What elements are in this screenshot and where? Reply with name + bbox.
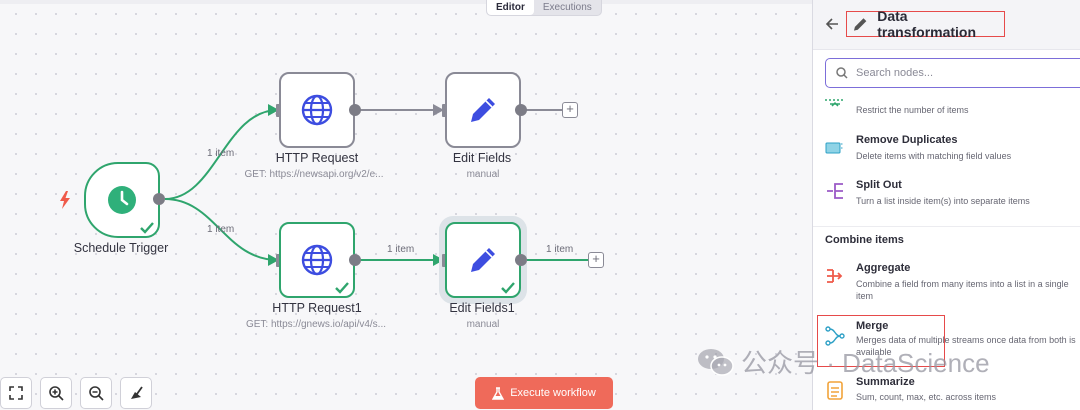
tidy-up-button[interactable] bbox=[120, 377, 152, 409]
node-item-aggregate[interactable]: Aggregate Combine a field from many item… bbox=[813, 262, 1080, 304]
execute-workflow-label: Execute workflow bbox=[510, 387, 596, 399]
add-node-button-2[interactable]: + bbox=[588, 252, 604, 268]
edit-fields-mode: manual bbox=[466, 169, 500, 180]
arrow-http1-edit1 bbox=[433, 104, 444, 116]
http-request1-label: HTTP Request1 bbox=[272, 301, 362, 315]
node-item-title: Remove Duplicates bbox=[856, 134, 958, 146]
add-node-button-1[interactable]: + bbox=[562, 102, 578, 118]
search-input[interactable] bbox=[856, 67, 1056, 79]
split-out-icon bbox=[827, 183, 843, 199]
edge-item-count: 1 item bbox=[207, 148, 235, 159]
aggregate-icon bbox=[827, 269, 843, 283]
edit1-output-handle[interactable] bbox=[515, 104, 527, 116]
node-item-desc: Merges data of multiple streams once dat… bbox=[856, 335, 1076, 357]
limit-icon bbox=[825, 99, 845, 107]
http-request-node[interactable] bbox=[279, 72, 355, 148]
globe-icon bbox=[301, 94, 333, 126]
node-item-summarize[interactable]: Summarize Sum, count, max, etc. across i… bbox=[813, 376, 1080, 410]
zoom-in-icon bbox=[49, 386, 64, 401]
top-strip bbox=[0, 0, 812, 4]
clock-icon bbox=[108, 186, 136, 214]
node-creator-panel: Data transformation Restrict the number … bbox=[812, 0, 1080, 410]
schedule-output-handle[interactable] bbox=[153, 193, 165, 205]
merge-icon bbox=[825, 326, 845, 346]
node-item-limit[interactable]: Restrict the number of items bbox=[813, 98, 1080, 120]
node-item-desc: Delete items with matching field values bbox=[856, 151, 1012, 161]
node-item-split-out[interactable]: Split Out Turn a list inside item(s) int… bbox=[813, 179, 1080, 213]
tab-executions[interactable]: Executions bbox=[542, 2, 592, 13]
wechat-icon bbox=[698, 348, 734, 376]
trigger-bolt-icon bbox=[60, 191, 70, 209]
node-item-desc: Combine a field from many items into a l… bbox=[856, 279, 1069, 301]
node-item-title: Summarize bbox=[856, 376, 915, 388]
panel-title-highlight: Data transformation bbox=[846, 8, 1005, 40]
node-item-desc: Turn a list inside item(s) into separate… bbox=[856, 196, 1030, 206]
search-icon bbox=[836, 67, 848, 79]
edge-schedule-http1 bbox=[164, 109, 279, 200]
edge-item-count: 1 item bbox=[207, 224, 235, 235]
node-item-desc: Sum, count, max, etc. across items bbox=[856, 392, 997, 402]
zoom-out-icon bbox=[89, 386, 104, 401]
success-check-icon bbox=[140, 222, 154, 234]
workflow-canvas[interactable]: Editor Executions Schedule Trigger HTTP … bbox=[0, 0, 812, 410]
edit-fields-label: Edit Fields bbox=[452, 151, 512, 165]
watermark-text: 公众号 · DataScience bbox=[741, 348, 990, 378]
edit-fields1-node[interactable] bbox=[445, 222, 521, 298]
edge-item-count: 1 item bbox=[387, 244, 415, 255]
edge-schedule-http2 bbox=[164, 198, 279, 261]
pencil-icon bbox=[853, 18, 867, 31]
search-box[interactable] bbox=[825, 58, 1080, 88]
schedule-trigger-label: Schedule Trigger bbox=[73, 241, 169, 255]
remove-duplicates-icon bbox=[825, 142, 844, 154]
edit2-output-handle[interactable] bbox=[515, 254, 527, 266]
arrow-http2-edit2 bbox=[433, 254, 444, 266]
panel-title: Data transformation bbox=[877, 8, 977, 40]
fit-view-icon bbox=[9, 386, 23, 400]
arrow-left-icon[interactable] bbox=[825, 17, 839, 31]
node-item-remove-duplicates[interactable]: Remove Duplicates Delete items with matc… bbox=[813, 134, 1080, 168]
view-tabs: Editor Executions bbox=[486, 0, 602, 16]
tab-editor[interactable]: Editor bbox=[487, 0, 534, 15]
pencil-icon bbox=[471, 98, 495, 122]
edit-fields1-mode: manual bbox=[466, 319, 500, 330]
flask-icon bbox=[492, 386, 505, 400]
success-check-icon bbox=[335, 282, 349, 294]
edit-fields1-label: Edit Fields1 bbox=[449, 301, 515, 315]
edge-item-count: 1 item bbox=[546, 244, 574, 255]
node-item-title: Aggregate bbox=[856, 262, 911, 274]
http-request-label: HTTP Request bbox=[275, 151, 359, 165]
node-item-merge[interactable]: Merge Merges data of multiple streams on… bbox=[813, 320, 1080, 362]
http-request1-url: GET: https://gnews.io/api/v4/s... bbox=[245, 319, 387, 330]
connections bbox=[164, 104, 588, 266]
section-combine-items: Combine items bbox=[825, 234, 904, 246]
broom-icon bbox=[131, 386, 143, 399]
fit-view-button[interactable] bbox=[0, 377, 32, 409]
merge-highlight-box bbox=[817, 315, 945, 367]
schedule-trigger-node[interactable] bbox=[84, 162, 160, 238]
success-check-icon bbox=[501, 282, 515, 294]
zoom-out-button[interactable] bbox=[80, 377, 112, 409]
edit-fields-node[interactable] bbox=[445, 72, 521, 148]
arrow-schedule-http1 bbox=[268, 104, 279, 116]
http-request-url: GET: https://newsapi.org/v2/e... bbox=[244, 169, 384, 180]
summarize-icon bbox=[827, 381, 843, 400]
node-item-title: Split Out bbox=[856, 179, 902, 191]
node-item-desc: Restrict the number of items bbox=[856, 105, 969, 115]
http1-output-handle[interactable] bbox=[349, 104, 361, 116]
section-divider bbox=[813, 226, 1080, 227]
arrow-schedule-http2 bbox=[268, 254, 279, 266]
zoom-in-button[interactable] bbox=[40, 377, 72, 409]
http2-output-handle[interactable] bbox=[349, 254, 361, 266]
watermark: 公众号 · DataScience bbox=[697, 343, 990, 380]
pencil-icon bbox=[471, 248, 495, 272]
http-request1-node[interactable] bbox=[279, 222, 355, 298]
execute-workflow-button[interactable]: Execute workflow bbox=[475, 377, 613, 409]
panel-header: Data transformation bbox=[813, 0, 1080, 50]
node-item-title: Merge bbox=[856, 320, 889, 332]
globe-icon bbox=[301, 244, 333, 276]
